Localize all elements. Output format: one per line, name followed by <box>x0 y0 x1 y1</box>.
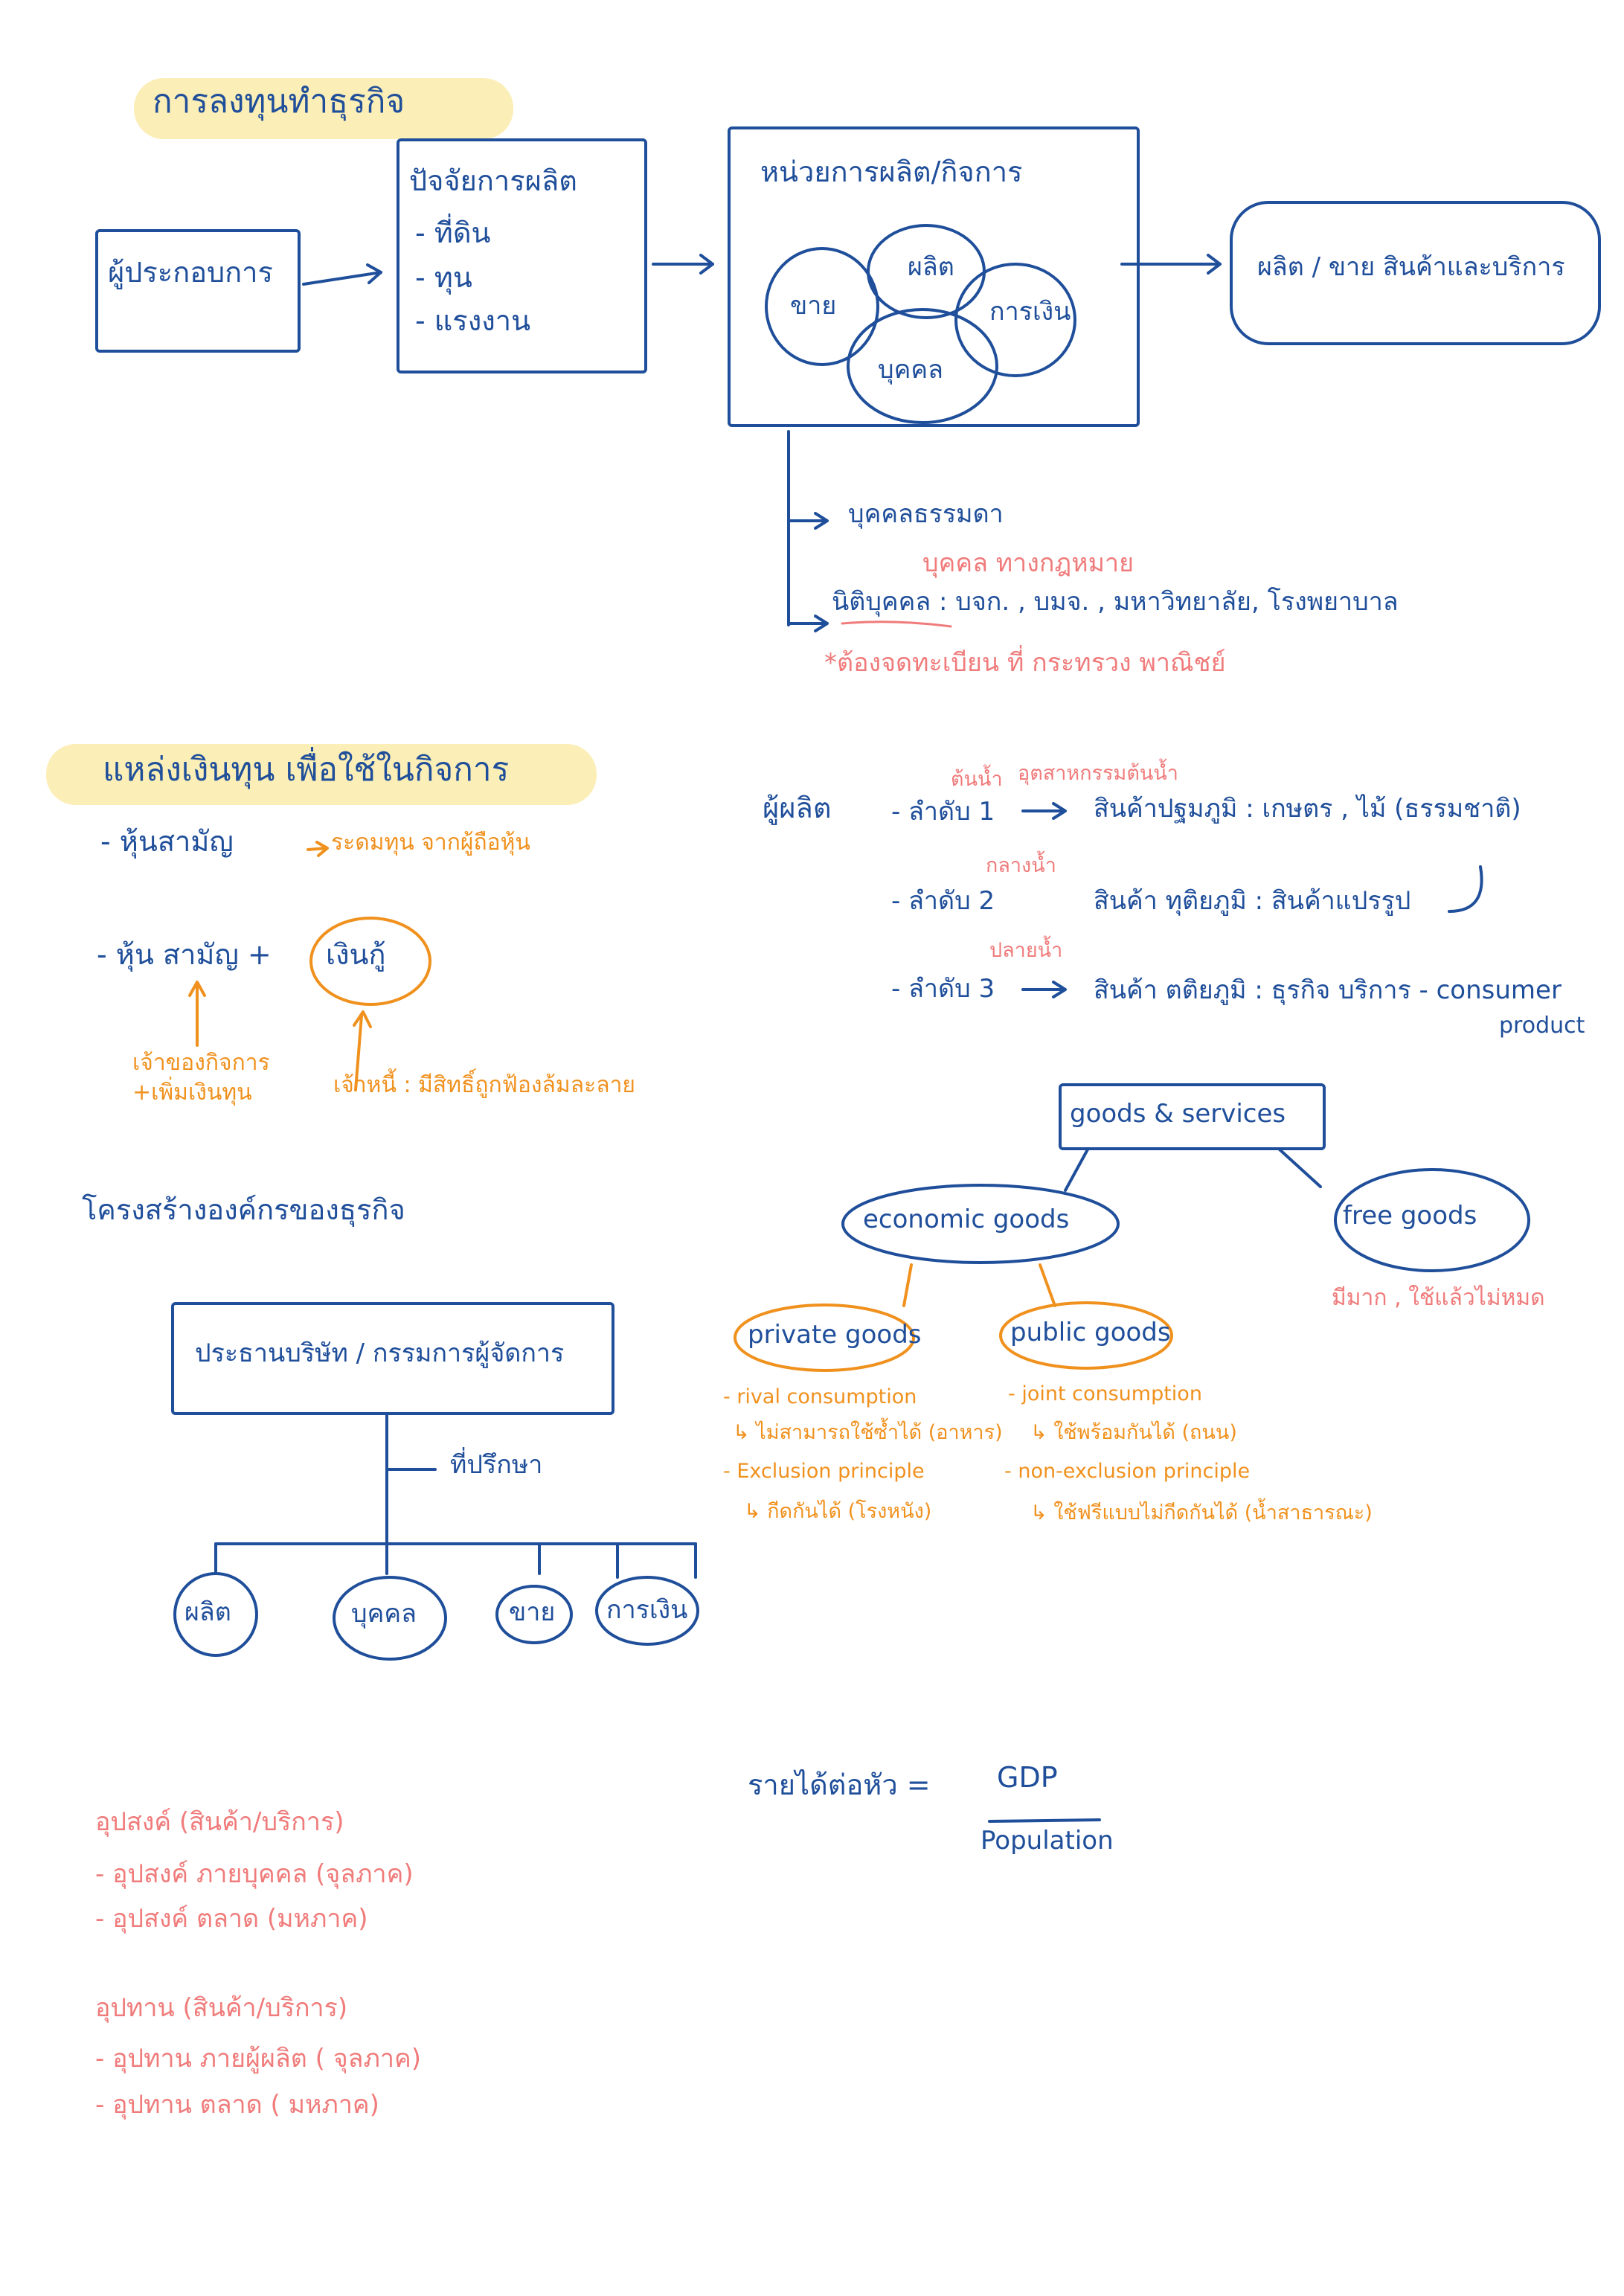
public-note-2: ↳ ใช้พร้อมกันได้ (ถนน) <box>1030 1421 1237 1444</box>
producer-row3-note: ปลายน้ำ <box>989 939 1063 962</box>
gdp-numerator: GDP <box>997 1761 1058 1794</box>
private-note-1: - rival consumption <box>723 1385 917 1408</box>
branch-juristic-note: บุคคล ทางกฎหมาย <box>922 548 1134 578</box>
dept-finance: การเงิน <box>606 1595 688 1625</box>
producer-row1-note2: อุตสาหกรรมต้นน้ำ <box>1018 762 1178 785</box>
org-top-label: ประธานบริษัท / กรรมการผู้จัดการ <box>195 1338 565 1368</box>
output-box <box>1230 201 1601 345</box>
section3-title: โครงสร้างองค์กรของธุรกิจ <box>82 1193 405 1226</box>
owner-note-line2: +เพิ่มเงินทุน <box>132 1080 252 1106</box>
title-highlight-1 <box>134 78 513 139</box>
free-goods-note: มีมาก , ใช้แล้วไม่หมด <box>1332 1285 1545 1311</box>
producer-row1-prefix: - ลำดับ 1 <box>891 797 995 827</box>
org-top-box <box>171 1302 614 1415</box>
producer-label: ผู้ผลิต <box>763 792 832 824</box>
output-label: ผลิต / ขาย สินค้าและบริการ <box>1257 252 1565 282</box>
production-unit-box <box>728 126 1140 427</box>
economic-goods: economic goods <box>863 1205 1070 1234</box>
private-note-2: ↳ ไม่สามารถใช้ซ้ำได้ (อาหาร) <box>733 1421 1003 1444</box>
dept-sales: ขาย <box>509 1597 556 1627</box>
public-note-3: - non-exclusion principle <box>1004 1460 1251 1483</box>
branch-natural-person: บุคคลธรรมดา <box>848 499 1004 529</box>
entrepreneur-label: ผู้ประกอบการ <box>108 256 273 289</box>
producer-row1: สินค้าปฐมภูมิ : เกษตร , ไม้ (ธรรมชาติ) <box>1094 794 1521 824</box>
section2-title: แหล่งเงินทุน เพื่อใช้ในกิจการ <box>103 751 510 789</box>
supply-item-1: - อุปทาน ภายผู้ผลิต ( จุลภาค) <box>95 2044 421 2074</box>
producer-row3: สินค้า ตติยภูมิ : ธุรกิจ บริการ - consum… <box>1094 975 1562 1005</box>
demand-item-2: - อุปสงค์ ตลาด (มหภาค) <box>95 1904 368 1934</box>
venn-production: ผลิต <box>908 252 954 282</box>
venn-personnel: บุคคล <box>878 355 943 385</box>
creditor-note: เจ้าหนี้ : มีสิทธิ์ถูกฟ้องล้มละลาย <box>333 1072 636 1098</box>
funding-stock-plus-loan: - หุ้น สามัญ + <box>97 938 272 971</box>
venn-finance: การเงิน <box>989 297 1071 327</box>
supply-item-2: - อุปทาน ตลาด ( มหภาค) <box>95 2090 379 2120</box>
factor-land: - ที่ดิน <box>415 217 491 249</box>
production-unit-title: หน่วยการผลิต/กิจการ <box>760 155 1023 188</box>
private-note-4: ↳ กีดกันได้ (โรงหนัง) <box>744 1500 932 1523</box>
title-highlight-2 <box>46 744 597 805</box>
goods-root: goods & services <box>1070 1099 1286 1129</box>
factor-labor: - แรงงาน <box>415 304 531 337</box>
supply-title: อุปทาน (สินค้า/บริการ) <box>95 1993 348 2023</box>
funding-common-stock: - หุ้นสามัญ <box>100 825 234 858</box>
producer-row3-prefix: - ลำดับ 3 <box>891 974 995 1004</box>
org-advisor: ที่ปรึกษา <box>450 1450 543 1480</box>
per-capita-income-label: รายได้ต่อหัว = <box>748 1769 931 1801</box>
public-goods: public goods <box>1010 1318 1171 1347</box>
dept-production: ผลิต <box>184 1597 231 1627</box>
funding-loan: เงินกู้ <box>326 938 386 971</box>
private-note-3: - Exclusion principle <box>723 1460 925 1483</box>
venn-sales: ขาย <box>790 291 837 321</box>
producer-row2: สินค้า ทุติยภูมิ : สินค้าแปรรูป <box>1094 886 1411 916</box>
factor-capital: - ทุน <box>415 261 472 294</box>
dept-personnel: บุคคล <box>351 1599 417 1629</box>
public-note-4: ↳ ใช้ฟรีแบบไม่กีดกันได้ (น้ำสาธารณะ) <box>1030 1501 1373 1524</box>
funding-common-stock-note: ระดมทุน จากผู้ถือหุ้น <box>331 830 530 856</box>
producer-row2-note: กลางน้ำ <box>986 854 1056 877</box>
factors-title: ปัจจัยการผลิต <box>409 164 577 197</box>
factors-box <box>397 138 647 373</box>
entrepreneur-box <box>95 229 301 353</box>
producer-row1-note: ต้นน้ำ <box>951 768 1003 791</box>
branch-juristic-person: นิติบุคคล : บจก. , บมจ. , มหาวิทยาลัย, โ… <box>832 587 1399 617</box>
private-goods: private goods <box>748 1320 922 1350</box>
gdp-denominator: Population <box>981 1826 1114 1856</box>
producer-row2-prefix: - ลำดับ 2 <box>891 886 995 916</box>
producer-row3-tail: product <box>1499 1013 1585 1039</box>
public-note-1: - joint consumption <box>1008 1382 1202 1405</box>
goods-root-box <box>1059 1083 1326 1150</box>
demand-title: อุปสงค์ (สินค้า/บริการ) <box>95 1807 344 1837</box>
demand-item-1: - อุปสงค์ ภายบุคคล (จุลภาค) <box>95 1859 414 1889</box>
free-goods: free goods <box>1343 1201 1477 1231</box>
owner-note-line1: เจ้าของกิจการ <box>132 1050 270 1076</box>
section1-title: การลงทุนทำธุรกิจ <box>153 83 405 121</box>
juristic-footnote: *ต้องจดทะเบียน ที่ กระทรวง พาณิชย์ <box>824 648 1226 678</box>
